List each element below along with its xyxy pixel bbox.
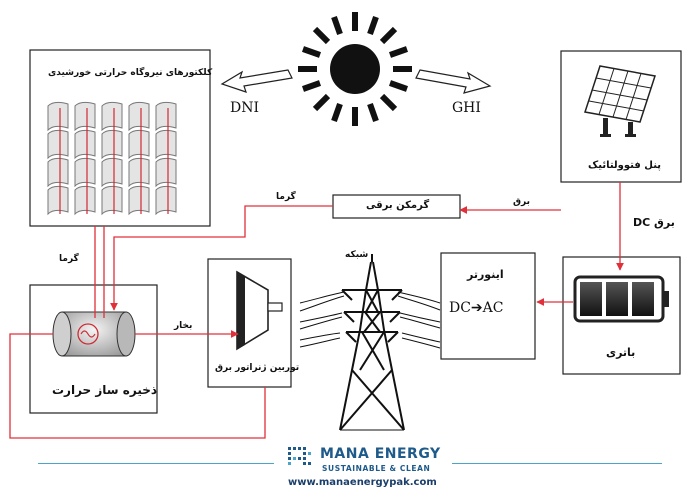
dni-label: DNI — [230, 100, 260, 116]
grid-label: شبکه — [345, 250, 369, 260]
dc-electricity-label: برق DC — [633, 216, 675, 229]
dni-arrow-icon — [220, 69, 293, 93]
footer-rule-right — [452, 463, 662, 464]
ghi-arrow-icon — [415, 69, 492, 94]
steam-label: بخار — [174, 321, 193, 331]
ghi-label: GHI — [452, 100, 481, 116]
transmission-tower-icon — [299, 254, 441, 431]
storage-tank-icon — [52, 311, 136, 357]
sun-icon — [298, 12, 412, 126]
inverter-box — [440, 252, 536, 360]
thermal-storage-box — [29, 284, 158, 414]
electric-heater-label: گرمکن برقی — [366, 200, 430, 211]
pv-panel-label: پنل فتوولتائیک — [588, 160, 662, 171]
brand-block: MANA ENERGY SUSTAINABLE & CLEAN www.mana… — [288, 444, 450, 492]
electricity-label: برق — [513, 197, 531, 207]
flow-lines — [9, 182, 624, 439]
collector-piping — [59, 108, 169, 214]
brand-name: MANA ENERGY — [320, 446, 441, 462]
heat-label-top: گرما — [276, 192, 296, 202]
heat-label-left: گرما — [59, 254, 79, 264]
parabolic-trough-icon — [47, 101, 177, 216]
inverter-label: اینورتر — [467, 268, 504, 281]
battery-icon — [573, 275, 669, 323]
collectors-label: کلکتورهای نیروگاه حرارتی خورشیدی — [48, 68, 213, 78]
brand-tagline: SUSTAINABLE & CLEAN — [322, 464, 431, 473]
dc-ac-label: DC➔AC — [449, 300, 504, 316]
solar-panel-icon — [584, 65, 656, 137]
brand-url[interactable]: www.manaenergypak.com — [288, 477, 437, 488]
turbine-icon — [236, 270, 283, 351]
footer-rule-left — [38, 463, 274, 464]
mana-logo-icon — [288, 447, 311, 465]
turbine-generator-label: توربین ژنراتور برق — [215, 363, 300, 373]
thermal-storage-label: ذخیره ساز حرارت — [52, 383, 158, 397]
battery-label: باتری — [606, 346, 636, 359]
